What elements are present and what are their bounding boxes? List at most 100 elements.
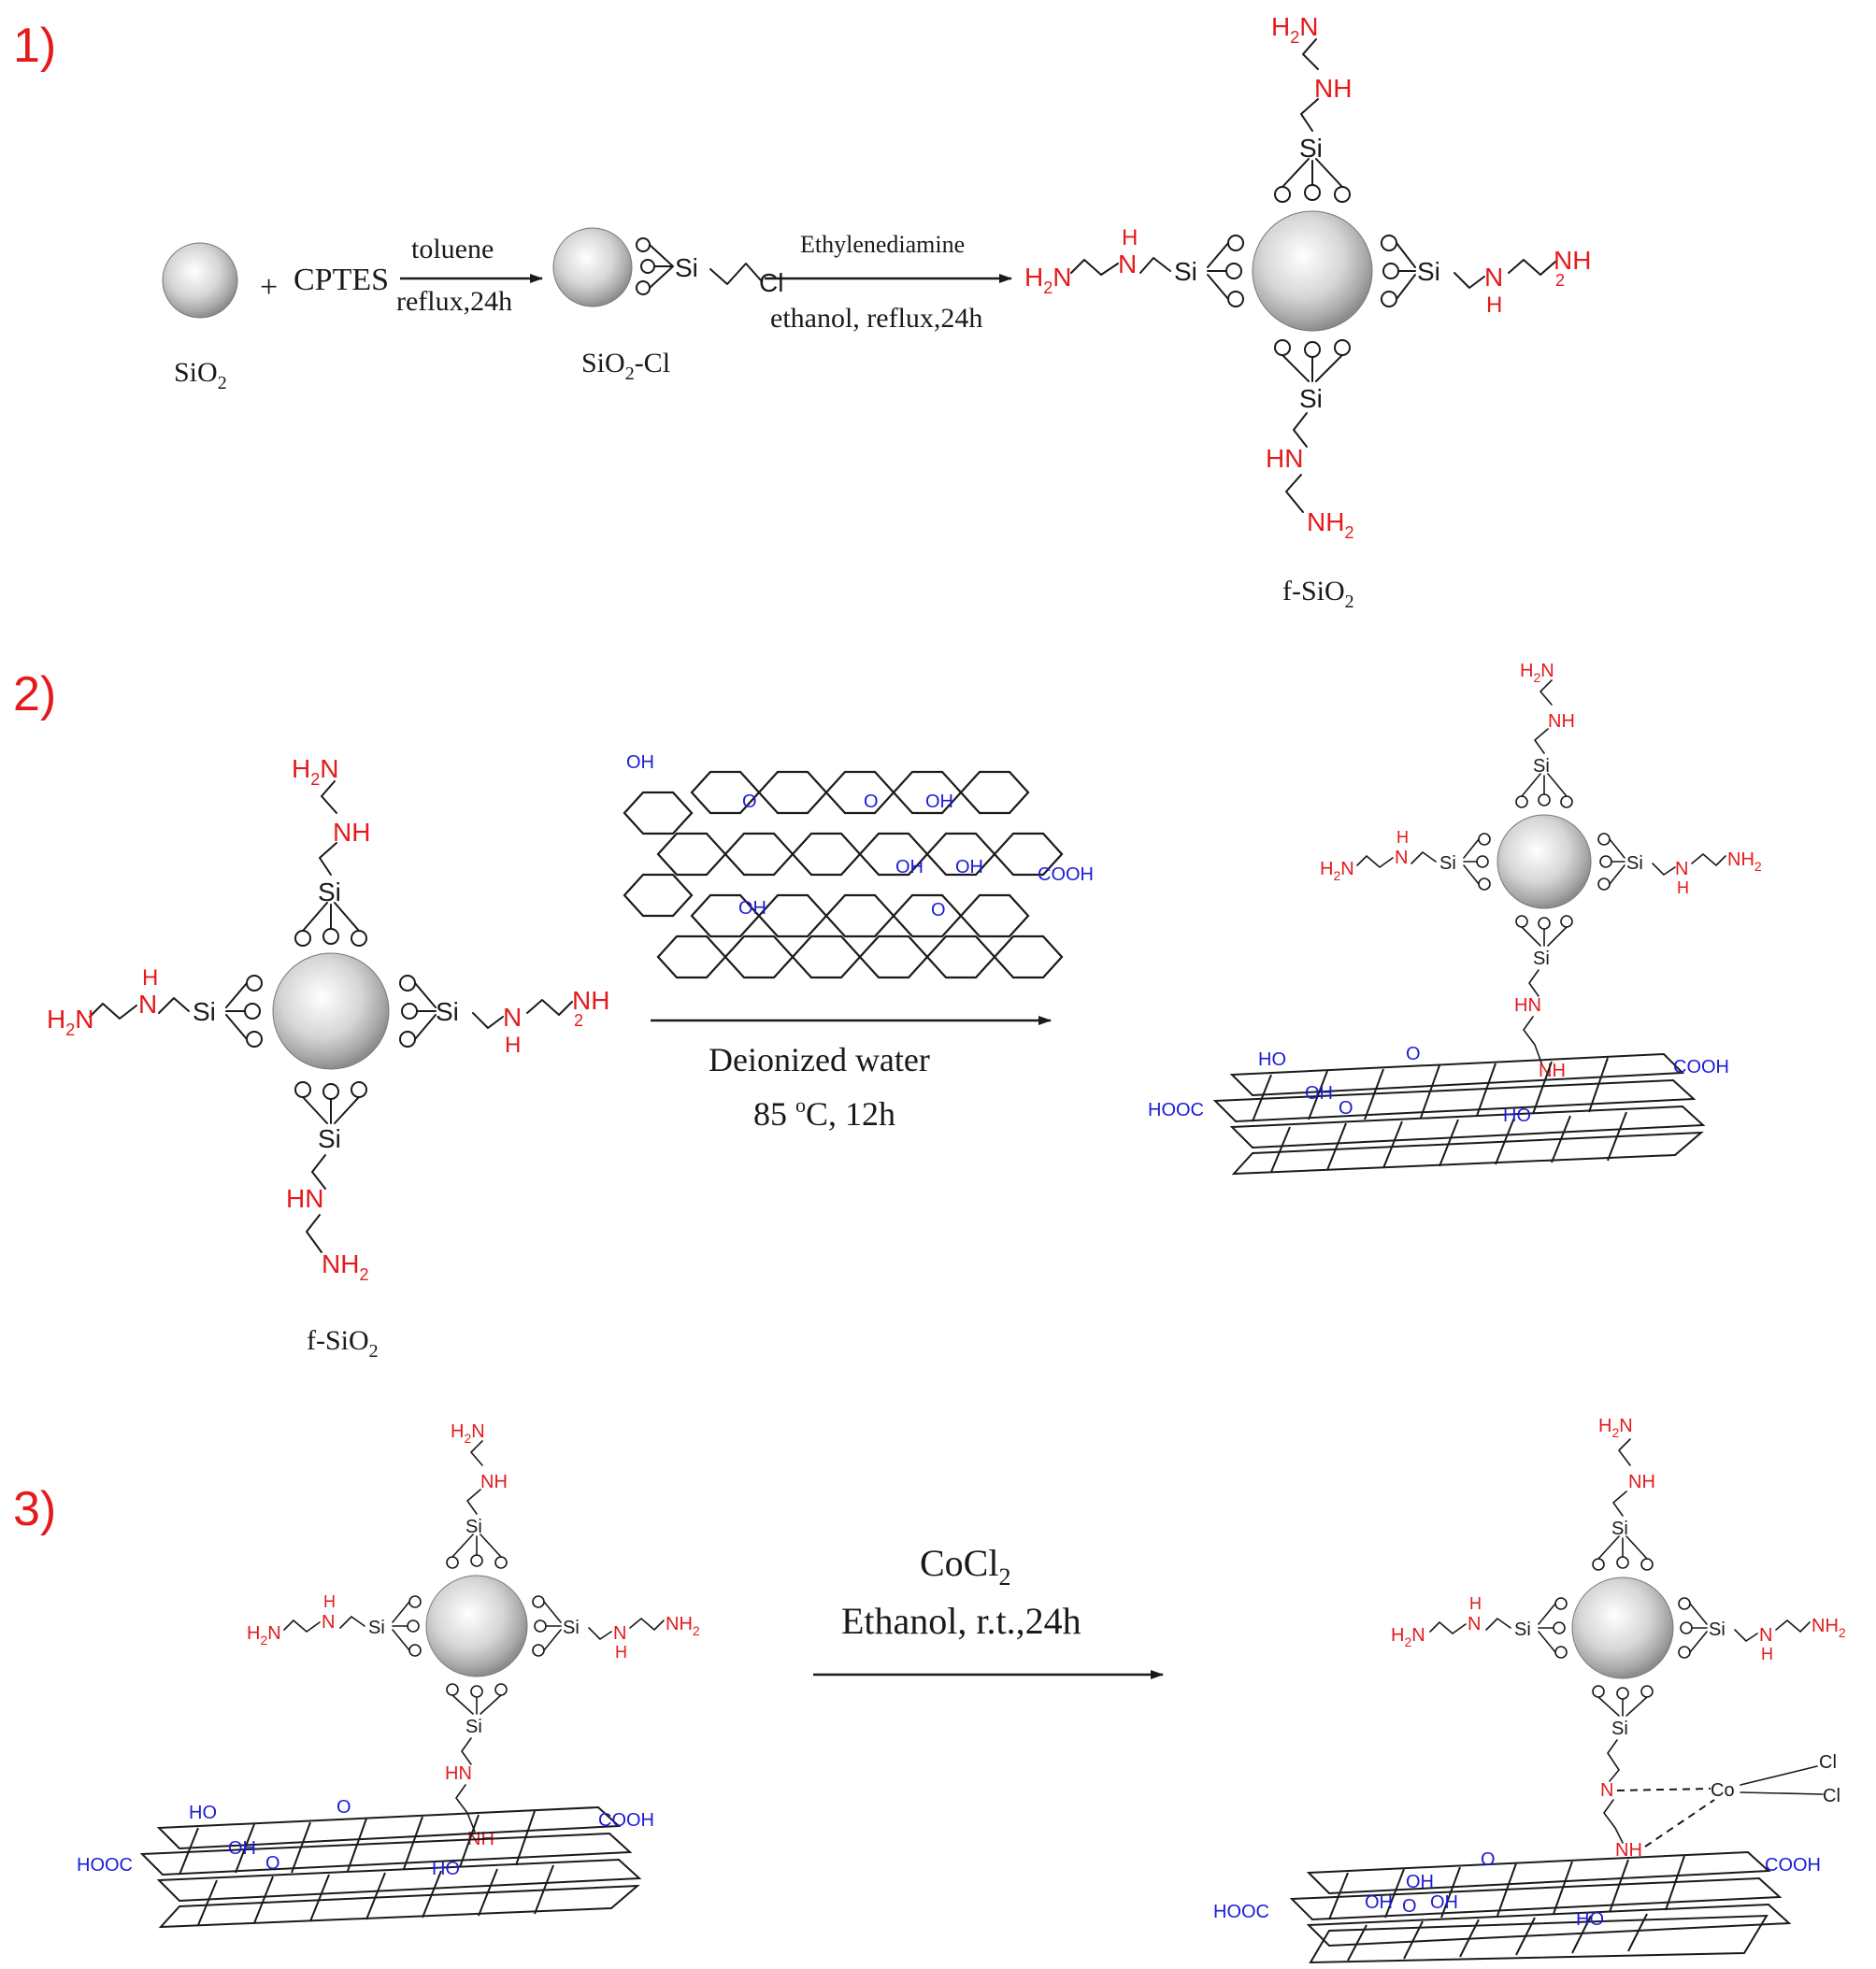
svg-text:NH: NH [572, 986, 609, 1015]
svg-text:Si: Si [1533, 949, 1550, 969]
svg-text:NH: NH [1615, 1840, 1642, 1861]
svg-text:O: O [1481, 1849, 1496, 1870]
step-3-label: 3) [13, 1482, 56, 1536]
silica-sphere [552, 227, 633, 307]
svg-text:NH: NH [1314, 74, 1352, 103]
svg-text:H2N: H2N [1391, 1625, 1425, 1649]
svg-text:NH2: NH2 [666, 1614, 700, 1638]
svg-text:HN: HN [286, 1184, 323, 1213]
svg-text:HN: HN [445, 1763, 472, 1784]
step-3-bottom-condition: Ethanol, r.t.,24h [841, 1600, 1081, 1642]
sio2-cl-label: SiO2-Cl [581, 348, 670, 384]
cptes-label: CPTES [294, 263, 389, 297]
step-3: Si NH H2N Si HN NH Si N H H2N [77, 1416, 1846, 1964]
svg-text:Si: Si [1611, 1519, 1628, 1539]
svg-text:H2N: H2N [1520, 661, 1554, 685]
svg-text:N: N [613, 1623, 626, 1644]
co-complex-product: Si NH H2N Si N NH Co Cl Cl Si N [1213, 1416, 1846, 1964]
svg-text:COOH: COOH [1673, 1057, 1729, 1077]
svg-text:HO: HO [432, 1859, 460, 1879]
svg-text:2: 2 [574, 1011, 583, 1030]
svg-text:N: N [1395, 848, 1408, 868]
svg-text:H: H [1122, 225, 1138, 250]
sio2-label: SiO2 [174, 357, 227, 393]
svg-text:O: O [1402, 1896, 1417, 1917]
svg-text:NH: NH [333, 818, 370, 847]
svg-text:OH: OH [1365, 1892, 1393, 1913]
svg-text:Si: Si [1626, 853, 1643, 874]
svg-text:HN: HN [1266, 444, 1303, 473]
svg-text:HOOC: HOOC [77, 1855, 133, 1876]
svg-text:H2N: H2N [1271, 12, 1318, 47]
cl-atom: Cl [759, 268, 783, 297]
svg-text:OH: OH [738, 898, 766, 919]
svg-text:NH2: NH2 [1727, 849, 1762, 874]
arrow-2-bottom-condition: ethanol, reflux,24h [770, 303, 982, 334]
svg-text:2: 2 [1555, 271, 1565, 290]
svg-text:COOH: COOH [598, 1810, 654, 1831]
svg-text:NH2: NH2 [322, 1249, 368, 1284]
svg-text:N: N [1468, 1614, 1481, 1634]
svg-text:Si: Si [318, 1124, 341, 1153]
svg-text:NH: NH [480, 1472, 508, 1492]
svg-text:H2N: H2N [247, 1623, 281, 1648]
arrow-1-bottom-condition: reflux,24h [396, 286, 512, 317]
silica-sphere [162, 242, 238, 319]
svg-text:Si: Si [436, 997, 459, 1026]
arrow-2-top-condition: Ethylenediamine [800, 231, 965, 258]
svg-text:Si: Si [1533, 756, 1550, 777]
svg-text:NH: NH [1548, 711, 1575, 732]
si-atom: Si [675, 253, 698, 282]
svg-text:N: N [1675, 859, 1688, 879]
svg-text:Si: Si [1299, 384, 1323, 413]
svg-text:Si: Si [1299, 134, 1323, 163]
svg-text:N: N [1118, 250, 1137, 278]
svg-text:Si: Si [1439, 853, 1456, 874]
svg-text:O: O [1339, 1098, 1353, 1119]
svg-text:O: O [931, 900, 946, 920]
step-1-label: 1) [13, 19, 56, 73]
svg-text:O: O [337, 1797, 351, 1818]
svg-text:Si: Si [193, 997, 216, 1026]
svg-text:NH2: NH2 [1812, 1616, 1846, 1640]
co-atom: Co [1711, 1780, 1735, 1801]
svg-text:Si: Si [1417, 257, 1440, 286]
svg-text:OH: OH [895, 857, 924, 877]
step-2-label: 2) [13, 667, 56, 721]
svg-text:Si: Si [465, 1717, 482, 1737]
svg-text:H: H [1469, 1594, 1482, 1613]
svg-text:Si: Si [465, 1517, 482, 1537]
svg-text:OH: OH [1305, 1083, 1333, 1104]
f-sio2-label: f-SiO2 [1282, 576, 1354, 612]
svg-text:OH: OH [1406, 1872, 1434, 1892]
f-sio2-go-reactant: Si NH H2N Si HN NH Si N H H2N [77, 1421, 700, 1929]
svg-text:Si: Si [318, 877, 341, 906]
svg-text:Si: Si [1611, 1719, 1628, 1739]
svg-text:Cl: Cl [1819, 1752, 1837, 1773]
svg-text:Si: Si [1174, 257, 1197, 286]
svg-text:OH: OH [1430, 1892, 1458, 1913]
svg-text:H: H [1486, 292, 1502, 318]
svg-text:N: N [1484, 263, 1503, 292]
svg-text:H: H [323, 1592, 336, 1611]
svg-text:HO: HO [1576, 1909, 1604, 1930]
svg-text:H2N: H2N [1598, 1416, 1633, 1440]
step-2-bottom-condition: 85 oC, 12h [753, 1093, 895, 1133]
svg-text:N: N [322, 1612, 335, 1633]
svg-text:H: H [142, 965, 158, 991]
svg-text:H2N: H2N [1024, 263, 1071, 297]
arrow-1-top-condition: toluene [411, 234, 494, 264]
svg-text:HN: HN [1514, 995, 1541, 1016]
svg-text:Si: Si [368, 1618, 385, 1638]
svg-text:H2N: H2N [1320, 859, 1354, 883]
svg-text:OH: OH [925, 792, 953, 812]
svg-text:N: N [138, 990, 157, 1019]
svg-text:HO: HO [1503, 1106, 1531, 1126]
svg-text:COOH: COOH [1765, 1855, 1821, 1876]
svg-text:HOOC: HOOC [1148, 1100, 1204, 1120]
svg-text:OH: OH [955, 857, 983, 877]
svg-text:OH: OH [626, 752, 654, 773]
f-sio2-reactant: Si NH H2N Si HN NH2 Si N H H2N [47, 754, 609, 1284]
f-sio2-reactant-label: f-SiO2 [307, 1325, 379, 1362]
